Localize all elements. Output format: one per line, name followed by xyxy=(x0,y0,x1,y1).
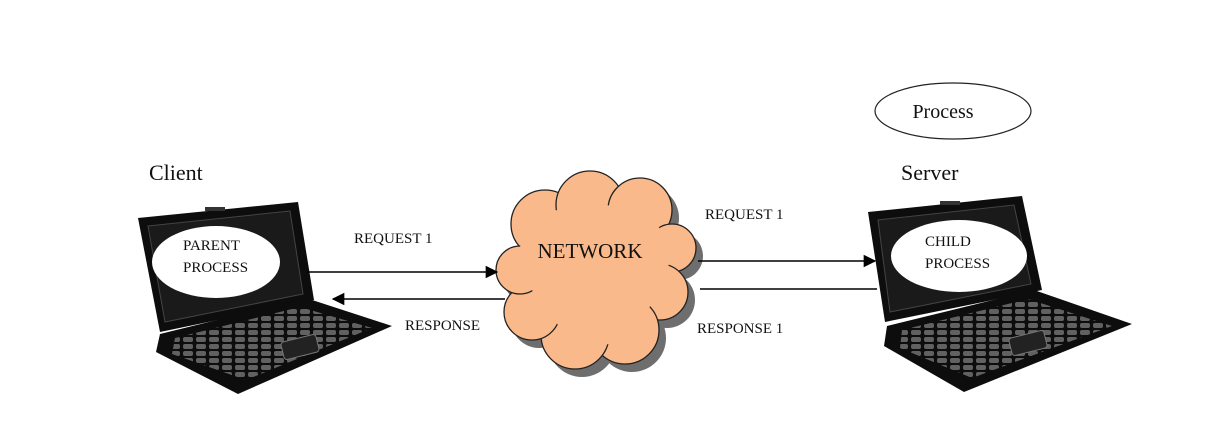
server-response-label: RESPONSE 1 xyxy=(697,321,783,337)
server-request-label: REQUEST 1 xyxy=(705,207,783,223)
server-laptop: CHILD PROCESS xyxy=(868,196,1132,392)
client-process-line1: PARENT xyxy=(183,238,240,254)
client-process-bubble xyxy=(152,226,280,298)
network-label: NETWORK xyxy=(538,239,643,263)
server-process-line2: PROCESS xyxy=(925,256,990,272)
network-cloud: NETWORK xyxy=(495,170,703,377)
client-response-label: RESPONSE xyxy=(405,318,480,334)
server-label: Server xyxy=(901,160,959,185)
process-legend-label: Process xyxy=(912,101,973,123)
client-laptop: PARENT PROCESS xyxy=(138,202,392,394)
server-process-line1: CHILD xyxy=(925,234,971,250)
process-legend: Process xyxy=(874,82,1032,140)
client-request-label: REQUEST 1 xyxy=(354,231,432,247)
client-process-line2: PROCESS xyxy=(183,260,248,276)
client-label: Client xyxy=(149,160,203,185)
server-process-bubble xyxy=(891,220,1027,292)
